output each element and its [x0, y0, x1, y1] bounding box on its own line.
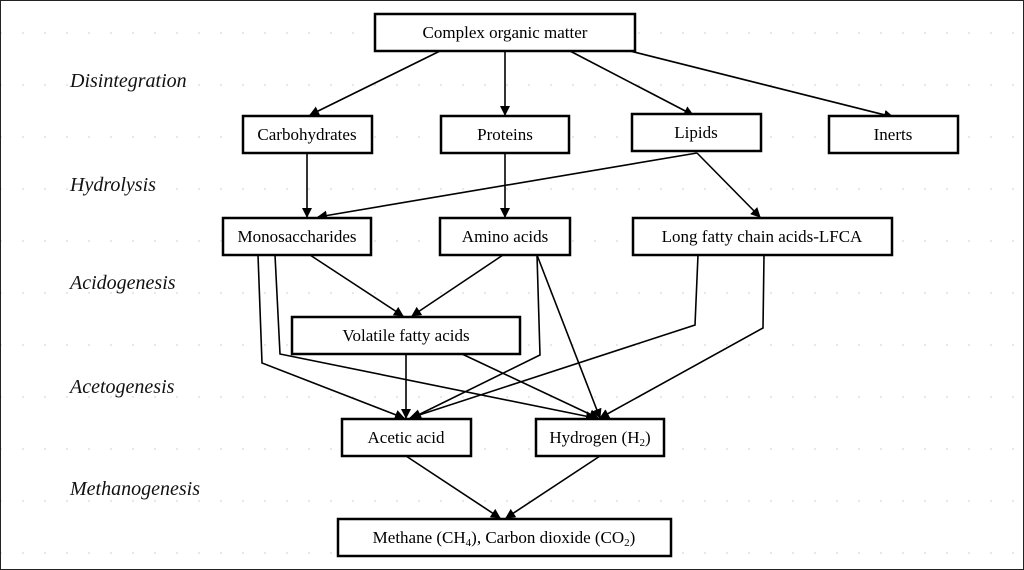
node-monosaccharides: Monosaccharides: [221, 216, 373, 257]
node-label: Volatile fatty acids: [342, 326, 469, 345]
node-acetic-acid: Acetic acid: [340, 417, 473, 458]
edge-vfa-hydrogen: [461, 353, 599, 419]
node-lfca: Long fatty chain acids-LFCA: [631, 216, 894, 257]
node-methane-carbon-dioxide: Methane (CH4), Carbon dioxide (CO2): [336, 517, 673, 558]
node-complex-organic-matter: Complex organic matter: [373, 12, 637, 53]
edges: [257, 50, 894, 519]
node-label: Inerts: [874, 125, 913, 144]
edge-com-carbohydrates: [309, 50, 441, 116]
edge-com-inerts: [629, 50, 894, 120]
node-proteins: Proteins: [439, 114, 571, 155]
edge-com-lipids: [569, 50, 694, 116]
node-volatile-fatty-acids: Volatile fatty acids: [290, 315, 522, 356]
stage-acidogenesis: Acidogenesis: [68, 272, 176, 294]
node-hydrogen: Hydrogen (H2): [534, 417, 666, 458]
edge-monosaccharides-hydrogen: [274, 254, 596, 422]
node-label: Monosaccharides: [238, 227, 357, 246]
node-label: Proteins: [477, 125, 533, 144]
node-label: Complex organic matter: [423, 23, 588, 42]
edge-aminoacids-vfa: [411, 254, 504, 317]
node-label: Lipids: [674, 123, 717, 142]
edge-lfca-aceticacid: [409, 254, 699, 420]
node-lipids: Lipids: [630, 112, 763, 153]
node-inerts: Inerts: [827, 114, 960, 155]
edge-monosaccharides-vfa: [309, 254, 404, 317]
node-label: Amino acids: [462, 227, 548, 246]
node-label: Methane (CH4), Carbon dioxide (CO2): [373, 528, 636, 549]
stage-methanogenesis: Methanogenesis: [69, 478, 200, 500]
edge-aminoacids-aceticacid: [411, 254, 541, 419]
node-label: Long fatty chain acids-LFCA: [662, 227, 863, 246]
edge-lfca-hydrogen: [599, 254, 765, 419]
stage-acetogenesis: Acetogenesis: [68, 376, 175, 398]
edge-aminoacids-hydrogen: [536, 254, 602, 419]
node-label: Hydrogen (H2): [549, 428, 650, 449]
edge-aceticacid-products: [405, 455, 501, 519]
edge-lipids-monosaccharides: [317, 152, 698, 221]
edge-monosaccharides-aceticacid: [257, 254, 405, 420]
stage-disintegration: Disintegration: [69, 70, 187, 92]
node-label: Carbohydrates: [257, 125, 356, 144]
edge-lipids-lfca: [696, 152, 761, 218]
node-carbohydrates: Carbohydrates: [241, 114, 374, 155]
stage-hydrolysis: Hydrolysis: [69, 174, 156, 196]
edge-hydrogen-products: [505, 455, 601, 519]
node-label: Acetic acid: [368, 428, 445, 447]
node-amino-acids: Amino acids: [438, 216, 572, 257]
